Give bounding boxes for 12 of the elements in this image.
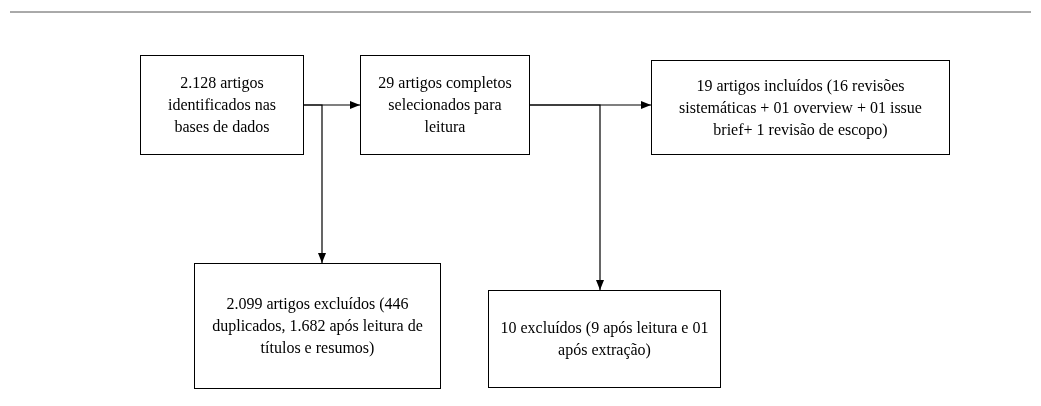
process-box bbox=[140, 55, 304, 155]
process-box bbox=[360, 55, 530, 155]
process-box bbox=[488, 290, 721, 388]
process-box bbox=[194, 263, 441, 389]
arrow bbox=[303, 104, 326, 264]
box-text: 29 artigos completos selecionados para leitura bbox=[377, 73, 513, 137]
arrow bbox=[529, 104, 604, 291]
process-box bbox=[651, 60, 950, 155]
box-text: 2.099 artigos excluídos (446 duplicados, 1.682 após leitura de títulos e resumos) bbox=[211, 294, 424, 359]
box-text: 10 excluídos (9 após leitura e 01 após extração) bbox=[499, 318, 710, 361]
box-text: 19 artigos incluídos (16 revisões sistemáticas + 01 overview + 01 issue brief+ 1 revisão de escopo) bbox=[678, 75, 923, 141]
box-text: 2.128 artigos identificados nas bases de dados bbox=[167, 73, 277, 137]
